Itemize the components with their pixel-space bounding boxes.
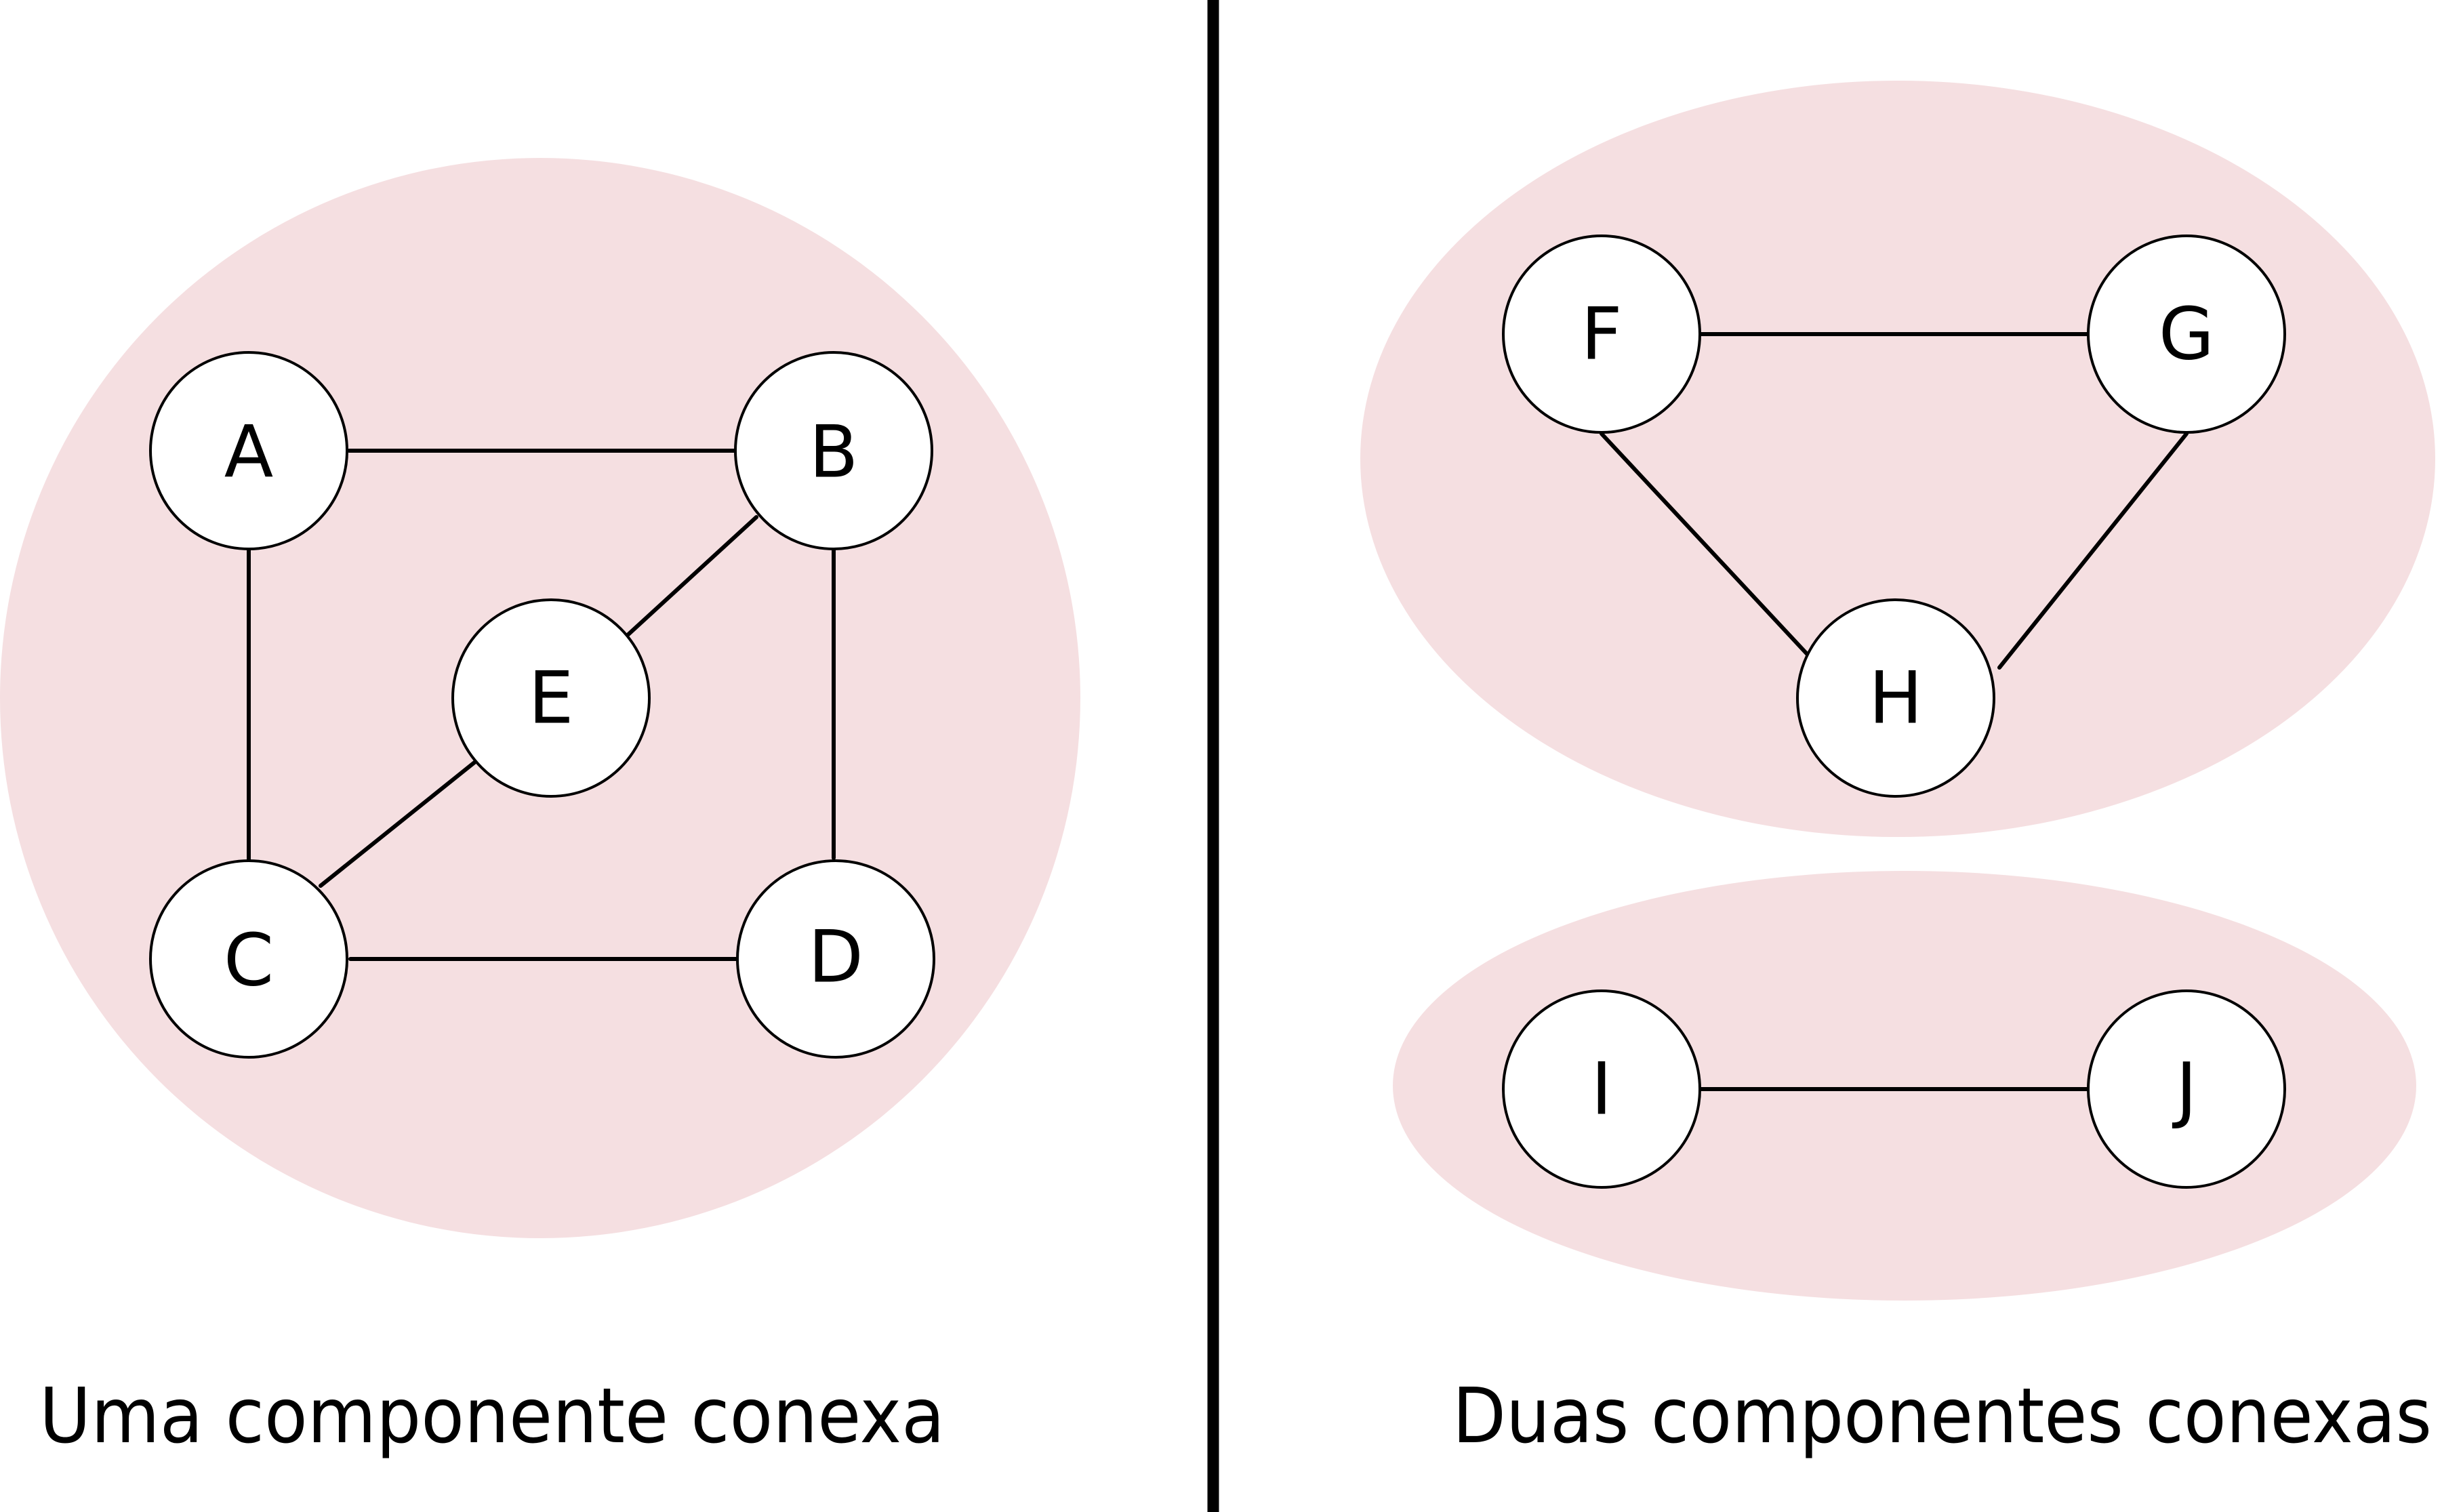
svg-text:C: C	[224, 919, 274, 1002]
svg-text:F: F	[1581, 293, 1623, 376]
svg-text:I: I	[1591, 1048, 1612, 1131]
component-ij	[1393, 871, 2416, 1301]
node-f: F	[1502, 234, 1701, 434]
edge-b-e	[626, 515, 758, 637]
svg-text:D: D	[808, 916, 863, 999]
node-b: B	[734, 351, 933, 550]
node-h: H	[1796, 598, 1995, 798]
node-g: G	[2087, 234, 2286, 434]
edge-f-h	[1600, 432, 1810, 657]
node-j: J	[2087, 989, 2286, 1189]
edge-c-e	[319, 760, 476, 888]
svg-text:J: J	[2172, 1048, 2197, 1131]
node-a: A	[149, 351, 348, 550]
svg-text:G: G	[2159, 293, 2214, 376]
node-i: I	[1502, 989, 1701, 1189]
svg-text:A: A	[224, 411, 274, 494]
svg-text:B: B	[809, 411, 859, 494]
edge-g-h	[1997, 432, 2189, 670]
node-e: E	[451, 598, 651, 798]
svg-text:H: H	[1869, 657, 1923, 740]
node-c: C	[149, 859, 348, 1059]
node-d: D	[736, 859, 935, 1059]
svg-text:E: E	[529, 657, 574, 740]
caption-right: Duas componentes conexas	[1452, 1372, 2432, 1460]
caption-left: Uma componente conexa	[39, 1372, 945, 1460]
